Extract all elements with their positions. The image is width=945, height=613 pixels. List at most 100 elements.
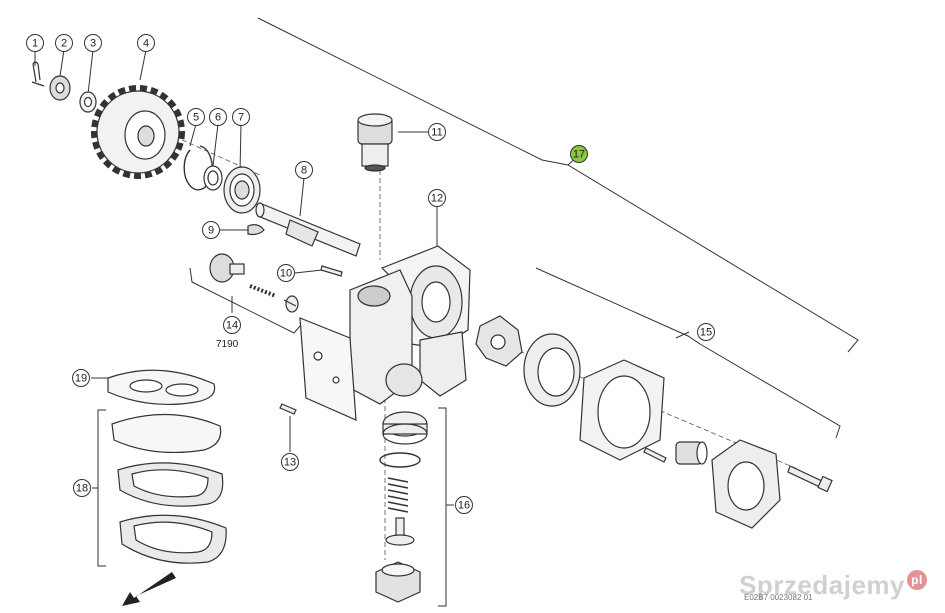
callout-label: 9 xyxy=(208,225,214,237)
pin-part xyxy=(320,265,343,277)
callout-14: 14 xyxy=(223,316,241,334)
callout-circle xyxy=(428,189,446,207)
callout-label: 8 xyxy=(301,165,307,177)
small-washer-part xyxy=(203,165,223,191)
rotor-inner-part xyxy=(475,315,523,367)
cotter-pin-part xyxy=(31,61,45,87)
guide-pin-part xyxy=(643,447,667,463)
callout-label: 4 xyxy=(143,38,149,50)
callout-label: 18 xyxy=(76,483,88,495)
callout-circle xyxy=(232,108,250,126)
callout-8: 8 xyxy=(295,161,313,179)
callout-7: 7 xyxy=(232,108,250,126)
callout-3: 3 xyxy=(84,34,102,52)
callout-label: 13 xyxy=(284,457,296,469)
drain-plug-part xyxy=(375,561,421,603)
callout-2: 2 xyxy=(55,34,73,52)
bracket-16 xyxy=(438,407,447,607)
gear-part xyxy=(91,85,185,179)
callout-19: 19 xyxy=(72,369,90,387)
callout-9: 9 xyxy=(202,221,220,239)
callout-circle xyxy=(455,496,473,514)
callout-label: 1 xyxy=(32,38,38,50)
callout-label: 14 xyxy=(226,320,238,332)
callout-17: 17 xyxy=(570,145,588,163)
oil-pan-cover-upper-part xyxy=(117,462,224,507)
rotor-outer-part xyxy=(523,333,581,407)
washer-part xyxy=(79,91,97,113)
watermark-text: Sprzedajemy xyxy=(739,570,905,600)
retaining-ring-part xyxy=(379,452,421,468)
bearing-part xyxy=(223,166,261,214)
needle-bearing-part xyxy=(675,441,708,465)
snap-ring-part xyxy=(183,145,213,191)
castle-nut-part xyxy=(49,75,71,101)
assembly-bracket-15 xyxy=(535,267,841,439)
valve-pin-part xyxy=(385,517,415,546)
callout-16: 16 xyxy=(455,496,473,514)
callout-circle xyxy=(697,323,715,341)
callout-label: 7 xyxy=(238,112,244,124)
watermark-suffix: pl xyxy=(907,570,927,590)
callout-10: 10 xyxy=(277,264,295,282)
callout-label: 6 xyxy=(215,112,221,124)
part-14-code: 7190 xyxy=(216,339,239,350)
callout-circle xyxy=(281,453,299,471)
dowel-pin-part xyxy=(279,403,297,415)
callout-label: 5 xyxy=(193,112,199,124)
callout-circle xyxy=(72,369,90,387)
callout-label: 17 xyxy=(573,149,585,161)
bracket-14 xyxy=(189,267,301,334)
callout-circle xyxy=(428,123,446,141)
callout-label: 16 xyxy=(458,500,470,512)
callout-circle xyxy=(187,108,205,126)
callout-11: 11 xyxy=(428,123,446,141)
callout-circle xyxy=(84,34,102,52)
callout-circle xyxy=(295,161,313,179)
callout-4: 4 xyxy=(137,34,155,52)
pump-body-ring-part xyxy=(579,359,665,461)
callout-15: 15 xyxy=(697,323,715,341)
callout-circle xyxy=(209,108,227,126)
callout-circle xyxy=(202,221,220,239)
callout-12: 12 xyxy=(428,189,446,207)
callout-18: 18 xyxy=(73,479,91,497)
key-part xyxy=(247,224,265,236)
callout-circle xyxy=(26,34,44,52)
callout-1: 1 xyxy=(26,34,44,52)
valve-disc-part xyxy=(382,411,428,445)
shaft-part xyxy=(255,202,361,257)
callout-5: 5 xyxy=(187,108,205,126)
callout-circle xyxy=(73,479,91,497)
valve-plug-part xyxy=(357,113,393,172)
oil-pan-cover-lower-part xyxy=(119,514,227,564)
drawing-code: E02B7 0023082 01 xyxy=(744,593,813,602)
callout-6: 6 xyxy=(209,108,227,126)
pump-housing-part xyxy=(299,245,471,421)
callout-label: 2 xyxy=(61,38,67,50)
callout-label: 15 xyxy=(700,327,712,339)
callout-13: 13 xyxy=(281,453,299,471)
bolt-part xyxy=(787,465,833,493)
callout-label: 3 xyxy=(90,38,96,50)
callout-circle xyxy=(137,34,155,52)
callout-label: 12 xyxy=(431,193,443,205)
callout-label: 19 xyxy=(75,373,87,385)
callout-label: 10 xyxy=(280,268,292,280)
gasket-part xyxy=(107,369,216,406)
callout-circle xyxy=(570,145,588,163)
cover-gasket-part xyxy=(111,413,222,454)
end-cover-part xyxy=(711,439,781,529)
valve-spring-part xyxy=(387,477,409,513)
bracket-18 xyxy=(97,409,106,567)
assembly-bracket-17 xyxy=(257,17,859,353)
callout-circle xyxy=(277,264,295,282)
orientation-arrow-icon xyxy=(122,572,176,606)
relief-valve-group xyxy=(209,253,299,313)
callout-circle xyxy=(55,34,73,52)
callout-label: 11 xyxy=(431,127,442,139)
callout-circle xyxy=(223,316,241,334)
